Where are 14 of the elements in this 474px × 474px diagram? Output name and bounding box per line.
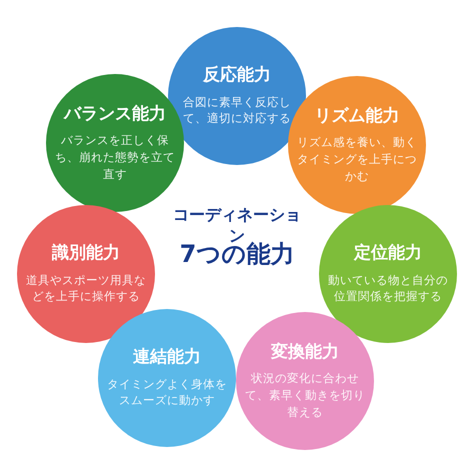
node-heading: バランス能力	[64, 104, 166, 124]
node-heading: 識別能力	[52, 243, 120, 264]
node-heading: リズム能力	[314, 106, 400, 126]
node-heading: 変換能力	[271, 342, 339, 362]
node-description: 道具やスポーツ用具などを上手に操作する	[25, 272, 147, 305]
node-description: 状況の変化に合わせて、素早く動きを切り替える	[244, 370, 366, 420]
node-description: 合図に素早く反応して、適切に対応する	[182, 94, 292, 127]
node-description: バランスを正しく保ち、崩れた態勢を立て直す	[54, 132, 176, 182]
node-description: タイミングよく身体をスムーズに動かす	[106, 376, 228, 409]
node-heading: 反応能力	[203, 65, 271, 86]
node-description: 動いている物と自分の位置関係を把握する	[327, 272, 449, 305]
node-heading: 定位能力	[354, 243, 422, 264]
node-heading: 連結能力	[133, 347, 201, 368]
node-description: リズム感を養い、動くタイミングを上手につかむ	[296, 134, 418, 184]
